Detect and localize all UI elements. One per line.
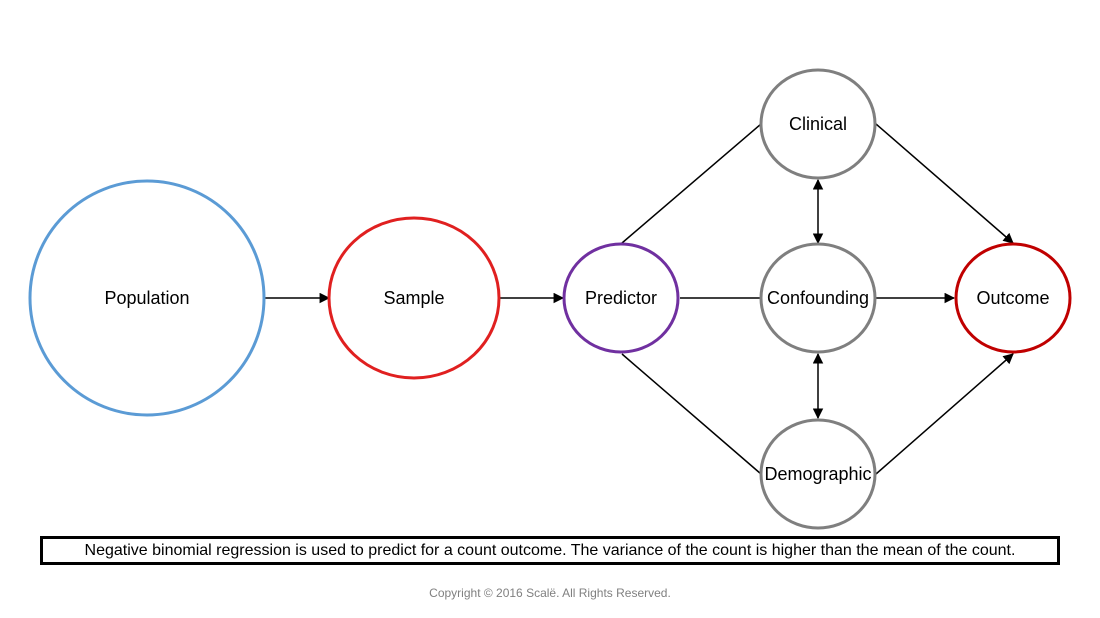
node-outcome: Outcome — [954, 242, 1072, 354]
node-predictor-label: Predictor — [585, 288, 657, 308]
line-predictor-to-clinical — [621, 123, 762, 244]
node-predictor-circle — [562, 242, 680, 354]
node-clinical-label: Clinical — [789, 114, 847, 134]
node-sample-circle — [327, 216, 501, 380]
node-population-circle — [28, 179, 266, 417]
caption-box: Negative binomial regression is used to … — [40, 536, 1060, 565]
node-confounding-label: Confounding — [767, 288, 869, 308]
node-population-label: Population — [104, 288, 189, 308]
node-outcome-label: Outcome — [976, 288, 1049, 308]
line-predictor-to-demographic — [621, 353, 762, 475]
node-clinical: Clinical — [759, 68, 877, 180]
caption-text: Negative binomial regression is used to … — [84, 541, 1016, 559]
node-sample-label: Sample — [383, 288, 444, 308]
node-sample: Sample — [327, 216, 501, 380]
node-population: Population — [28, 179, 266, 417]
arrow-clinical-to-outcome — [875, 123, 1014, 244]
node-demographic: Demographic — [759, 418, 877, 530]
node-outcome-circle — [954, 242, 1072, 354]
copyright-notice: Copyright © 2016 Scalë. All Rights Reser… — [429, 586, 671, 600]
node-confounding: Confounding — [759, 242, 877, 354]
arrow-demographic-to-outcome — [875, 353, 1014, 475]
node-clinical-circle — [759, 68, 877, 180]
node-demographic-label: Demographic — [764, 464, 871, 484]
node-demographic-circle — [759, 418, 877, 530]
node-confounding-circle — [759, 242, 877, 354]
node-predictor: Predictor — [562, 242, 680, 354]
